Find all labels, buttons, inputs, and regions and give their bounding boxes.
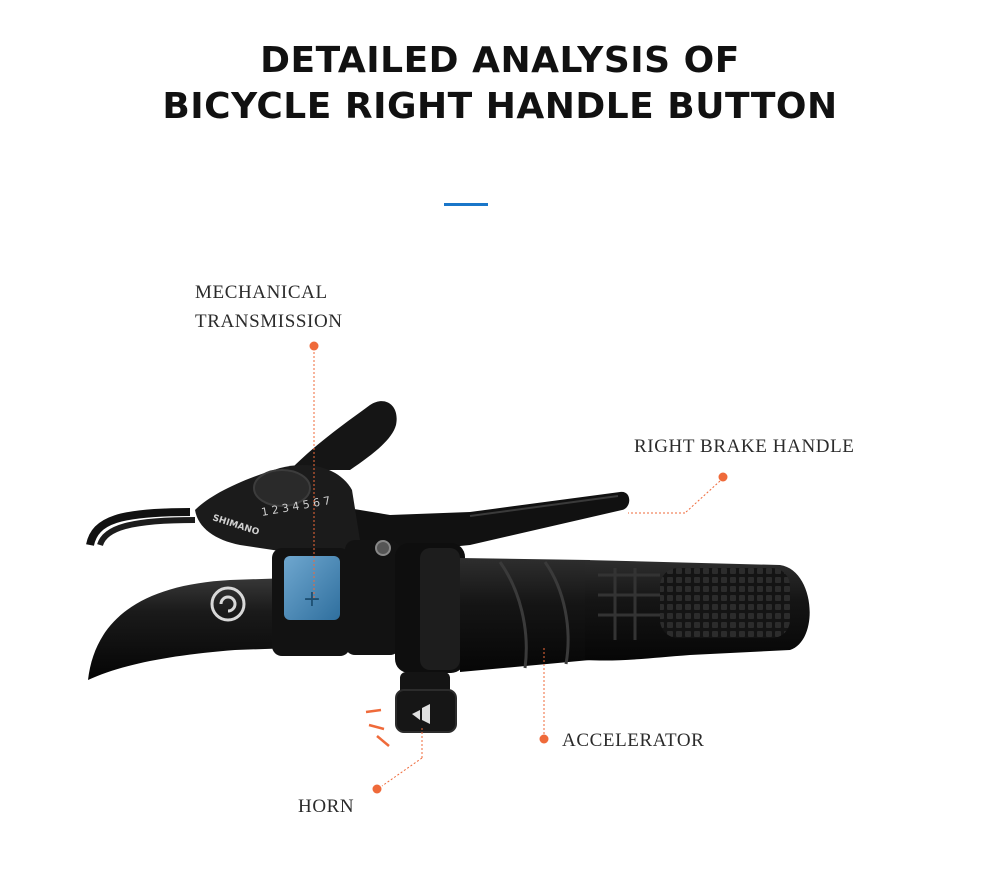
label-mechanical-line: MECHANICAL xyxy=(195,282,328,303)
shifter-lever xyxy=(290,401,397,470)
gear-indicator-dial xyxy=(253,469,311,507)
brake-lever xyxy=(330,491,630,552)
grip-texture xyxy=(660,568,790,638)
clamp-bolt xyxy=(375,540,391,556)
page-title: DETAILED ANALYSIS OF BICYCLE RIGHT HANDL… xyxy=(0,38,1000,130)
brake-cables xyxy=(86,508,196,547)
title-accent-bar xyxy=(444,203,488,206)
label-transmission-line: TRANSMISSION xyxy=(195,311,343,332)
blue-shift-button xyxy=(284,556,340,620)
title-line-1: DETAILED ANALYSIS OF xyxy=(260,40,740,81)
horn-sound-marks xyxy=(365,708,390,747)
shifter-body xyxy=(195,464,360,560)
label-accelerator: ACCELERATOR xyxy=(562,730,705,751)
horn-icon xyxy=(412,704,430,724)
label-horn: HORN xyxy=(298,796,355,817)
plus-icon: + xyxy=(303,587,321,612)
callout-mechanical-transmission xyxy=(309,341,319,598)
label-mechanical-transmission: MECHANICAL TRANSMISSION xyxy=(195,278,343,336)
label-right-brake-handle: RIGHT BRAKE HANDLE xyxy=(634,436,855,457)
title-line-2: BICYCLE RIGHT HANDLE BUTTON xyxy=(162,86,838,127)
callout-horn xyxy=(372,728,423,794)
brake-clamp xyxy=(345,540,400,655)
callout-right-brake-handle xyxy=(628,472,728,514)
callout-accelerator xyxy=(539,648,549,744)
handlebar-logo-icon xyxy=(210,586,246,622)
